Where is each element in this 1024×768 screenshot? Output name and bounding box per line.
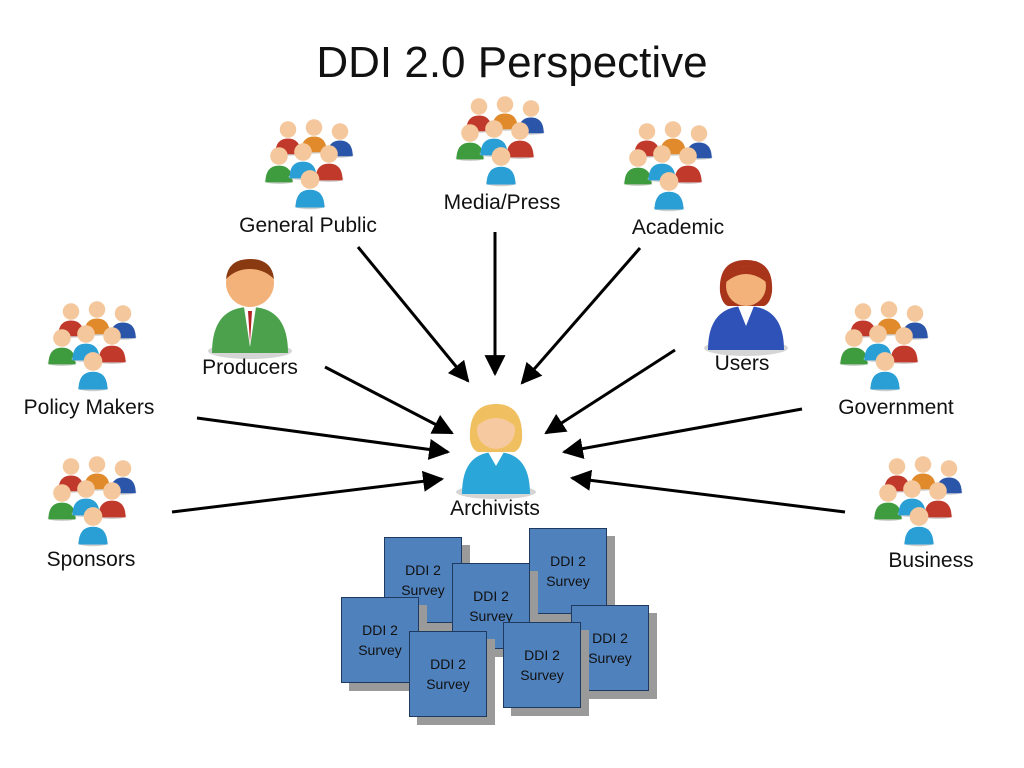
label-general-public: General Public <box>239 214 377 237</box>
user-person-icon <box>704 260 788 356</box>
arrows <box>171 232 846 514</box>
label-policy-makers: Policy Makers <box>23 396 155 419</box>
people-group-icon <box>455 96 545 187</box>
arrow-producers <box>324 365 454 435</box>
people-group-icon <box>839 301 929 392</box>
label-archivists: Archivists <box>450 497 540 520</box>
people-group-icon <box>623 121 713 212</box>
people-group-icon <box>264 119 354 210</box>
survey-box: DDI 2 Survey <box>571 605 649 691</box>
label-academic: Academic <box>631 216 725 239</box>
arrow-academic <box>520 247 642 385</box>
archivist-icon <box>456 404 536 499</box>
arrow-business <box>569 469 846 514</box>
people-group-icon <box>47 301 137 392</box>
survey-box: DDI 2 Survey <box>409 631 487 717</box>
arrow-government <box>561 407 803 459</box>
people-group-icon <box>47 456 137 547</box>
page-title: DDI 2.0 Perspective <box>316 38 708 87</box>
survey-box: DDI 2 Survey <box>529 528 607 614</box>
label-producers: Producers <box>202 356 298 379</box>
people-group-icon <box>873 456 963 547</box>
label-users: Users <box>714 352 770 375</box>
arrow-policy-makers <box>196 416 451 460</box>
arrow-users <box>544 348 676 435</box>
label-business: Business <box>888 549 974 572</box>
label-media-press: Media/Press <box>443 191 561 214</box>
label-government: Government <box>838 396 954 419</box>
survey-box: DDI 2 Survey <box>503 622 581 708</box>
arrow-general-public <box>356 246 470 383</box>
label-sponsors: Sponsors <box>46 548 136 571</box>
survey-box: DDI 2 Survey <box>341 597 419 683</box>
producer-person-icon <box>208 259 292 359</box>
arrow-sponsors <box>171 470 445 514</box>
